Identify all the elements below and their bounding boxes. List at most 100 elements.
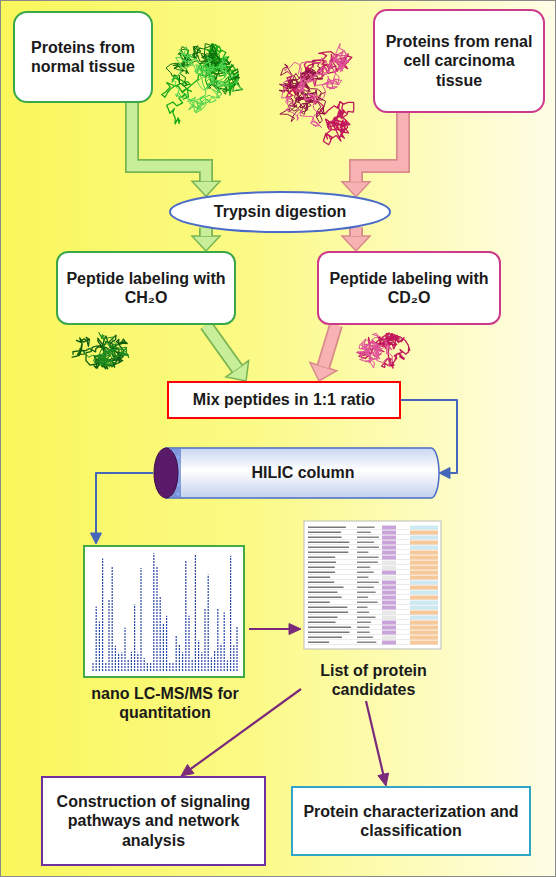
spectrum-peak — [230, 556, 231, 671]
protein-strand — [356, 333, 392, 368]
table-cell — [308, 527, 346, 529]
table-cell — [382, 591, 396, 595]
spectrum-peak — [160, 597, 161, 671]
table-cell — [308, 542, 349, 544]
node-label: Peptide labeling with CD₂O — [327, 269, 491, 307]
node-label: Protein characterization and classificat… — [301, 802, 521, 840]
output-box: Construction of signaling pathways and n… — [41, 776, 266, 866]
table-cell — [308, 562, 336, 564]
spectrum-peak — [208, 575, 209, 671]
flow-arrow — [342, 113, 403, 197]
table-cell — [308, 627, 351, 629]
arrow-head — [342, 182, 370, 197]
table-cell — [382, 611, 396, 615]
spectrum-peak — [134, 605, 135, 671]
column-dot — [177, 493, 180, 496]
table-cell — [382, 621, 396, 625]
table-cell — [357, 617, 375, 619]
spectrum-peak — [105, 663, 106, 671]
table-cell — [410, 606, 438, 610]
table-cell — [308, 622, 336, 624]
table-cell — [382, 601, 396, 605]
table-cell — [410, 556, 438, 560]
arrow-outline — [206, 325, 237, 369]
spectrum-peak — [115, 646, 116, 671]
table-cell — [308, 532, 341, 534]
table-cell — [410, 621, 438, 625]
table-cell — [410, 636, 438, 640]
arrow-outline — [199, 228, 213, 236]
table-cell — [410, 611, 438, 615]
arrow-outline — [349, 227, 363, 236]
table-cell — [382, 531, 396, 535]
node-label: Proteins from renal cell carcinoma tissu… — [383, 32, 535, 90]
spectrum-peak — [172, 662, 173, 671]
flow-arrow — [342, 227, 370, 251]
table-cell — [308, 602, 330, 604]
spectrum-peak — [137, 653, 138, 671]
table-cell — [308, 582, 334, 584]
table-cell — [357, 527, 375, 529]
spectrum-peak — [214, 650, 215, 671]
table-cell — [410, 581, 438, 585]
table-cell — [410, 531, 438, 535]
arrow-head — [289, 624, 301, 635]
table-rows — [307, 526, 438, 645]
table-cell — [410, 566, 438, 570]
flow-arrow — [206, 325, 249, 381]
table-cell — [308, 537, 342, 539]
flow-arrow — [91, 473, 154, 544]
table-cell — [308, 547, 349, 549]
node-label: Mix peptides in 1:1 ratio — [193, 390, 375, 409]
spectrum-peak — [150, 662, 151, 671]
table-cell — [410, 526, 438, 530]
arrow-body — [356, 113, 403, 182]
spectrum-peak — [131, 652, 132, 671]
arrow-head — [91, 533, 102, 544]
spectrum-peak — [153, 553, 154, 671]
spectrum-peak — [108, 600, 109, 671]
arrow-body — [201, 228, 212, 236]
table-cell — [410, 641, 438, 645]
spectrum-peak — [217, 608, 218, 671]
table-cell — [357, 597, 368, 599]
spectrum-peak — [156, 567, 157, 671]
spectrum-peak — [211, 658, 212, 671]
column-cap — [154, 448, 178, 498]
flow-arrow — [249, 624, 301, 635]
table-cell — [357, 577, 368, 579]
spectrum-peak — [124, 627, 125, 671]
arrow-head — [192, 181, 220, 196]
spectrum-peak — [140, 568, 141, 671]
table-cell — [410, 541, 438, 545]
column-body — [166, 448, 439, 498]
table-cell — [357, 622, 371, 624]
spectrum-peak — [236, 626, 237, 671]
spectrum-peak — [233, 645, 234, 671]
table-cell — [308, 552, 348, 554]
arrow-outline — [132, 103, 206, 181]
table-cell — [382, 631, 396, 635]
table-cell — [410, 546, 438, 550]
table-cell — [308, 572, 335, 574]
chart-panel: nano LC-MS/MS for quantitation — [81, 544, 249, 724]
spectrum-peak — [179, 644, 180, 671]
table-cell — [357, 537, 379, 539]
table-cell — [357, 587, 374, 589]
table-cell — [382, 561, 396, 565]
flow-arrow — [192, 228, 220, 251]
spectrum-peak — [224, 613, 225, 671]
arrow-outline — [356, 113, 403, 182]
node-label: HILIC column — [251, 463, 354, 482]
table-cell — [382, 556, 396, 560]
arrow-body — [323, 325, 336, 367]
source-box: Proteins from normal tissue — [13, 11, 153, 103]
table-cell — [382, 566, 396, 570]
table-cell — [357, 582, 379, 584]
table-cell — [382, 641, 396, 645]
node-label: Trypsin digestion — [214, 202, 346, 221]
arrow-head — [192, 236, 220, 251]
spectrum-peak — [182, 652, 183, 671]
table-cell — [308, 632, 350, 634]
node-label: nano LC-MS/MS for quantitation — [85, 684, 245, 722]
